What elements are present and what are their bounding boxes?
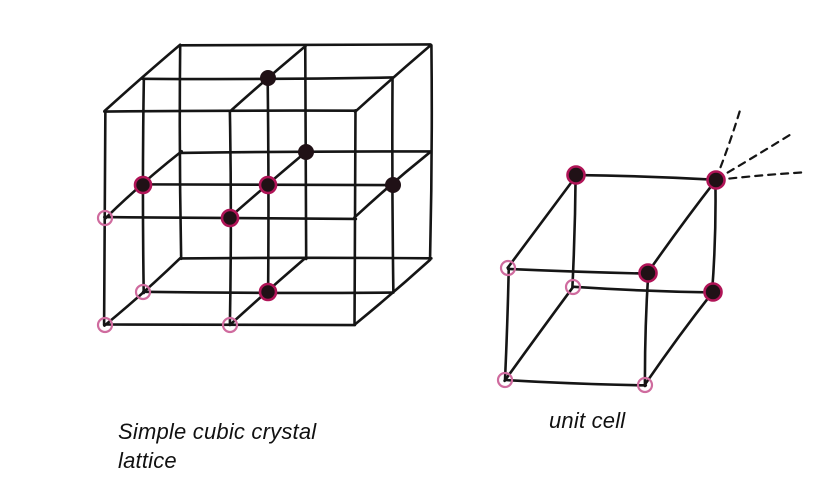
lattice-grid-line xyxy=(428,44,434,260)
lattice-caption-line1: Simple cubic crystal xyxy=(118,419,317,444)
lattice-caption: Simple cubic crystal lattice xyxy=(118,417,316,475)
lattice-caption-line2: lattice xyxy=(118,448,177,474)
atom-filled-ringed xyxy=(258,175,278,195)
lattice-grid-line xyxy=(103,43,182,113)
atom-filled xyxy=(385,177,401,193)
unit-cell-edge xyxy=(504,378,648,387)
lattice-point-open xyxy=(496,371,514,389)
lattice-grid-line xyxy=(103,256,182,327)
lattice-point-open xyxy=(564,278,582,296)
unit-cell-edge xyxy=(506,173,579,270)
atom-filled xyxy=(260,70,276,86)
atom-filled-ringed xyxy=(706,170,726,190)
atom-filled-ringed xyxy=(638,263,658,283)
unit-cell-edge xyxy=(645,178,718,275)
unit-cell-edge xyxy=(572,285,715,294)
atom-filled-ringed xyxy=(258,282,278,302)
atom-filled-ringed xyxy=(220,208,240,228)
lattice-point-open xyxy=(96,209,114,227)
lattice-grid-line xyxy=(353,258,432,327)
unit-cell-caption: unit cell xyxy=(549,408,626,433)
unit-cell-edge xyxy=(575,173,718,182)
unit-cell-edge xyxy=(506,267,650,275)
lattice-continuation-dashed-ray xyxy=(715,132,794,181)
lattice-point-open xyxy=(636,376,654,394)
lattice-continuation-dashed-ray xyxy=(714,109,741,181)
lattice-point-open xyxy=(96,316,114,334)
lattice-point-open xyxy=(499,259,517,277)
unit-cell-edge xyxy=(710,179,717,294)
unit-cell-edge xyxy=(571,172,577,289)
lattice-point-open xyxy=(221,316,239,334)
lattice-grid-line xyxy=(353,43,433,114)
unit-cell-edge xyxy=(503,285,575,383)
lattice-continuation-dashed-ray xyxy=(715,171,807,182)
atom-filled-ringed xyxy=(133,175,153,195)
unit-cell-edge xyxy=(503,267,511,382)
lattice-point-open xyxy=(134,283,152,301)
unit-cell-edge xyxy=(643,271,650,388)
atom-filled-ringed xyxy=(566,165,586,185)
atom-filled-ringed xyxy=(703,282,723,302)
unit-cell-edge xyxy=(643,290,715,386)
atom-filled xyxy=(298,144,314,160)
